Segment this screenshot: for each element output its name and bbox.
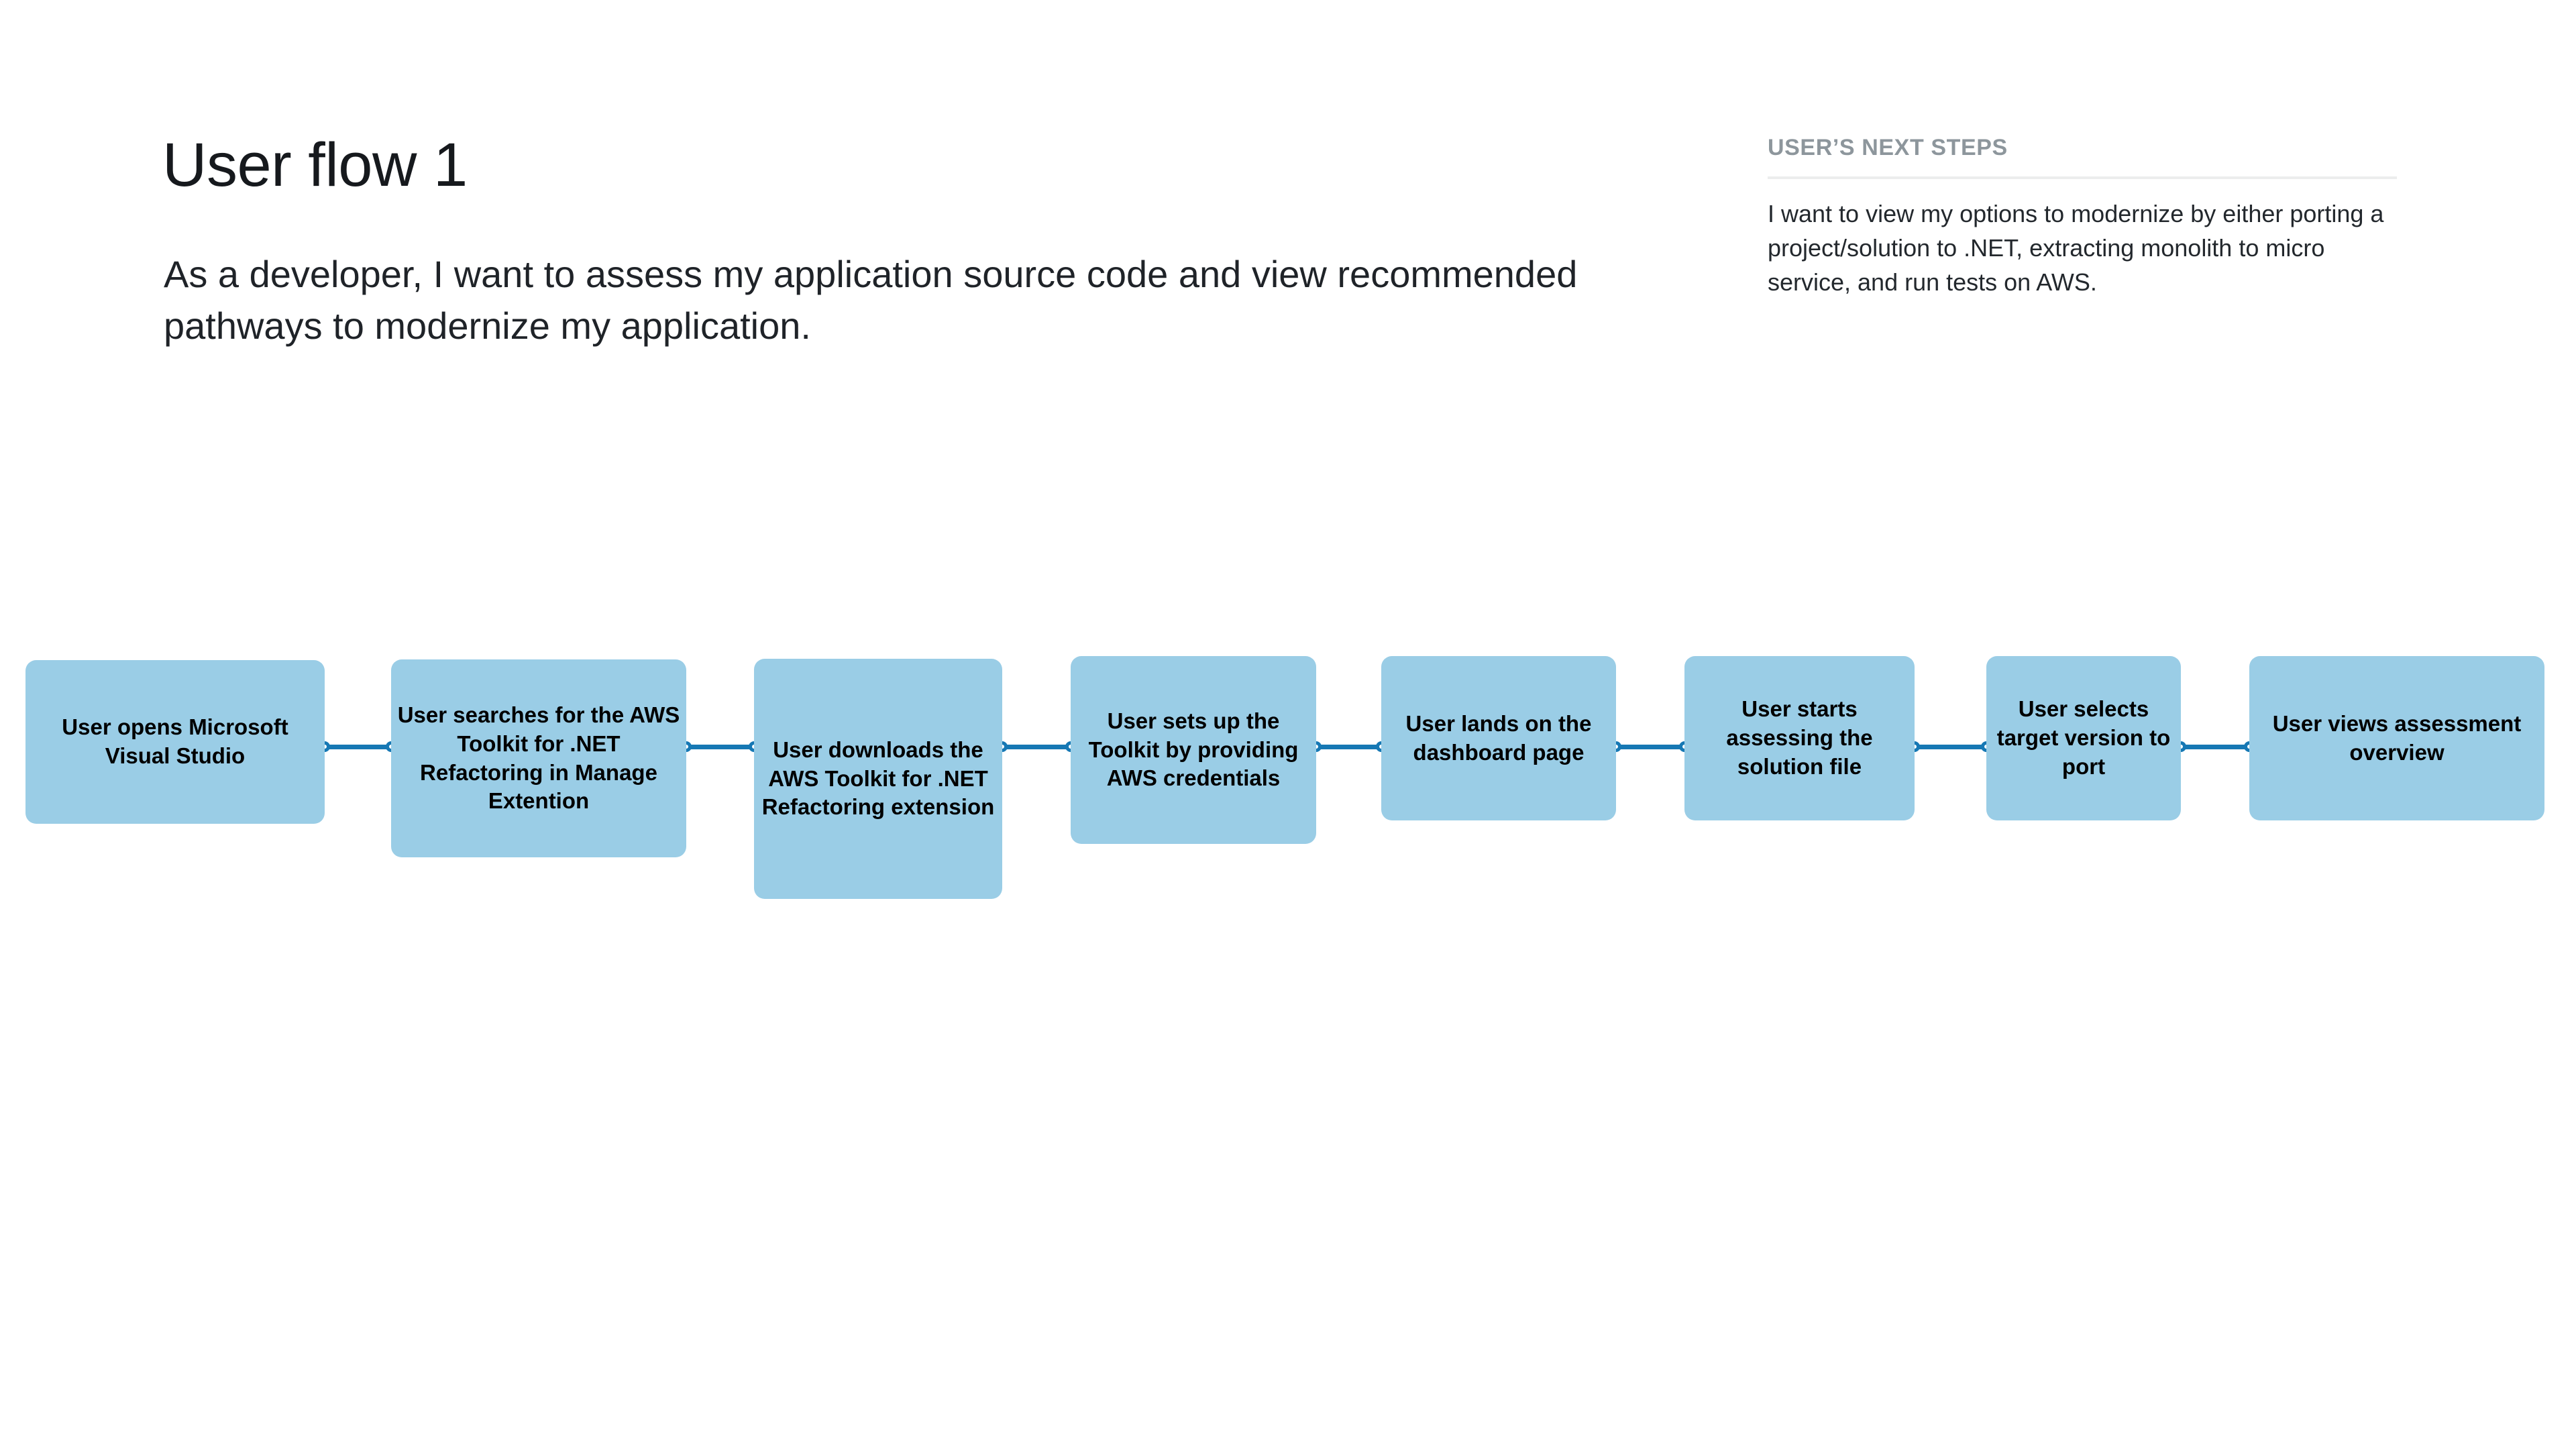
next-steps-heading: USER’S NEXT STEPS [1768,135,2008,160]
flow-step-1[interactable]: User opens Microsoft Visual Studio [25,660,325,824]
flow-step-label: User selects target version to port [1996,696,2171,779]
flow-step-8[interactable]: User views assessment overview [2249,656,2544,820]
next-steps-body: I want to view my options to modernize b… [1768,199,2384,297]
flow-connector [686,745,754,749]
flow-connector [1316,745,1381,749]
page-title: User flow 1 [162,131,468,199]
flow-step-label: User views assessment overview [2272,710,2522,765]
next-steps-divider [1768,176,2397,179]
flow-step-4[interactable]: User sets up the Toolkit by providing AW… [1071,656,1316,844]
flow-step-6[interactable]: User starts assessing the solution file [1684,656,1915,820]
flow-step-label: User sets up the Toolkit by providing AW… [1088,708,1299,791]
flow-step-label: User lands on the dashboard page [1405,710,1592,765]
flow-step-3[interactable]: User downloads the AWS Toolkit for .NET … [754,659,1002,899]
flow-step-7[interactable]: User selects target version to port [1986,656,2181,820]
flow-step-label: User opens Microsoft Visual Studio [62,714,288,768]
flow-step-label: User starts assessing the solution file [1726,696,1873,779]
flow-connector [325,745,391,749]
flow-step-2[interactable]: User searches for the AWS Toolkit for .N… [391,659,686,857]
flow-step-label: User searches for the AWS Toolkit for .N… [397,702,680,814]
flow-step-label: User downloads the AWS Toolkit for .NET … [761,737,995,820]
flow-step-5[interactable]: User lands on the dashboard page [1381,656,1616,820]
page-subtitle: As a developer, I want to assess my appl… [164,253,1578,347]
flow-connector [1915,745,1986,749]
user-next-steps-panel: USER’S NEXT STEPS I want to view my opti… [1768,134,2398,299]
flow-connector [2181,745,2249,749]
flow-connector [1002,745,1071,749]
flow-connector [1616,745,1684,749]
